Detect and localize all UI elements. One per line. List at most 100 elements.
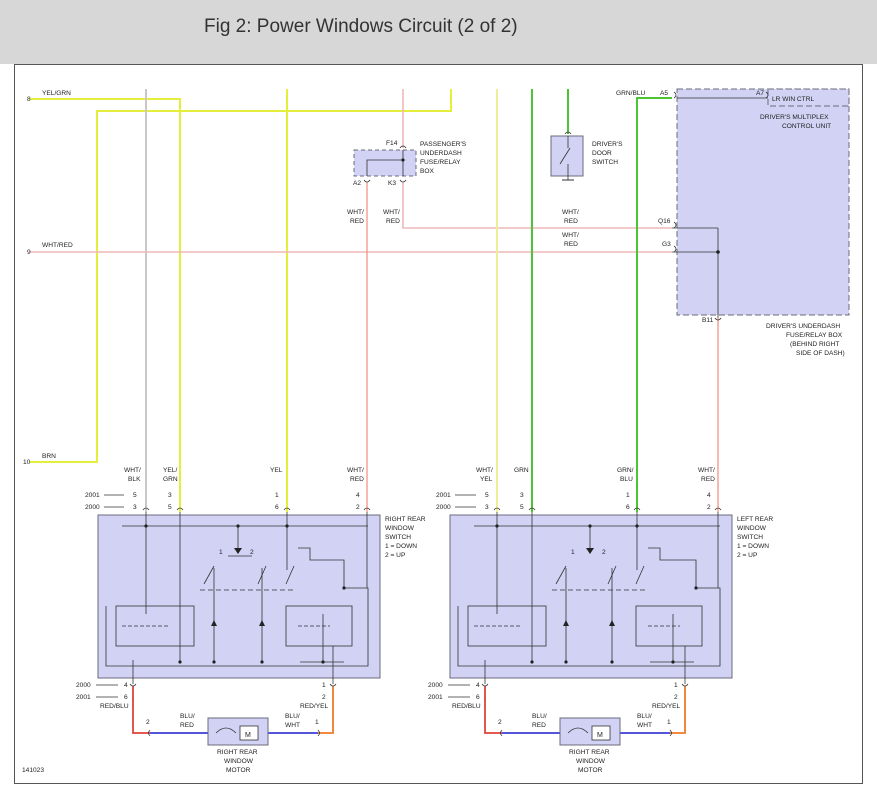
title-bar: Fig 2: Power Windows Circuit (2 of 2) (0, 0, 877, 64)
svg-text:RIGHT REAR: RIGHT REAR (217, 749, 258, 756)
diagram-frame (14, 64, 863, 784)
svg-text:2: 2 (674, 694, 678, 701)
svg-text:WINDOW: WINDOW (737, 525, 767, 532)
svg-text:BLU/: BLU/ (285, 713, 300, 720)
svg-text:RED: RED (350, 476, 364, 483)
svg-text:2001: 2001 (85, 492, 100, 499)
svg-text:WHT: WHT (285, 722, 300, 729)
svg-text:FUSE/RELAY BOX: FUSE/RELAY BOX (786, 332, 843, 339)
svg-text:K3: K3 (388, 180, 396, 187)
svg-text:GRN: GRN (514, 467, 529, 474)
svg-text:2: 2 (356, 504, 360, 511)
conn-b11: B11 (702, 317, 714, 324)
svg-text:2: 2 (498, 719, 502, 726)
conn-a5: A5 (660, 90, 668, 97)
svg-text:PASSENGER'S: PASSENGER'S (420, 141, 467, 148)
svg-text:2: 2 (707, 504, 711, 511)
svg-text:WINDOW: WINDOW (385, 525, 415, 532)
svg-text:YEL: YEL (480, 476, 493, 483)
right-rear-window-motor: 2000 2001 4 6 RED/BLU 1 2 RED/YEL 2 BLU/… (76, 682, 334, 774)
svg-text:BLU/: BLU/ (180, 713, 195, 720)
svg-text:WHT/: WHT/ (383, 209, 400, 216)
svg-text:4: 4 (124, 682, 128, 689)
svg-text:BLU/: BLU/ (637, 713, 652, 720)
svg-text:RED/YEL: RED/YEL (300, 703, 329, 710)
svg-text:2001: 2001 (436, 492, 451, 499)
svg-text:4: 4 (476, 682, 480, 689)
lr-win-ctrl-label: LR WIN CTRL (772, 96, 814, 103)
right-rear-window-switch: WHT/ BLK YEL/ GRN YEL WHT/ RED 2001 2000… (85, 467, 426, 684)
drivers-door-switch (550, 135, 584, 177)
svg-text:WINDOW: WINDOW (576, 758, 606, 765)
conn-g3: G3 (662, 241, 671, 248)
wire-grn-blu (636, 97, 672, 512)
svg-text:DOOR: DOOR (592, 150, 612, 157)
svg-text:MOTOR: MOTOR (578, 767, 603, 774)
svg-text:YEL: YEL (270, 467, 283, 474)
svg-text:RED: RED (701, 476, 715, 483)
svg-text:2 = UP: 2 = UP (737, 552, 758, 559)
svg-text:RED/BLU: RED/BLU (100, 703, 129, 710)
svg-text:6: 6 (626, 504, 630, 511)
svg-text:FUSE/RELAY: FUSE/RELAY (420, 159, 461, 166)
svg-text:BOX: BOX (420, 168, 435, 175)
svg-text:GRN: GRN (163, 476, 178, 483)
svg-text:3: 3 (485, 504, 489, 511)
wire-wht-red-q16 (402, 182, 672, 229)
connector-ticks (129, 91, 769, 737)
svg-text:SIDE OF DASH): SIDE OF DASH) (796, 350, 845, 357)
left-rear-window-motor: 2000 2001 4 6 RED/BLU 1 2 RED/YEL 2 BLU/… (428, 682, 686, 774)
svg-text:WHT/: WHT/ (562, 209, 579, 216)
svg-text:RED: RED (532, 722, 546, 729)
svg-text:5: 5 (485, 492, 489, 499)
svg-text:2: 2 (146, 719, 150, 726)
svg-text:1: 1 (667, 719, 671, 726)
svg-text:BRN: BRN (42, 453, 56, 460)
svg-text:2000: 2000 (436, 504, 451, 511)
svg-text:3: 3 (133, 504, 137, 511)
svg-text:BLU/: BLU/ (532, 713, 547, 720)
svg-text:WHT: WHT (637, 722, 652, 729)
svg-text:5: 5 (520, 504, 524, 511)
svg-text:1: 1 (322, 682, 326, 689)
svg-text:BLK: BLK (128, 476, 141, 483)
svg-text:4: 4 (707, 492, 711, 499)
svg-text:RED: RED (564, 218, 578, 225)
svg-text:10: 10 (23, 459, 31, 466)
passenger-underdash-box (353, 149, 417, 177)
drivers-underdash-fuse-box (676, 88, 850, 316)
svg-text:WHT/: WHT/ (562, 232, 579, 239)
svg-text:1: 1 (626, 492, 630, 499)
svg-text:1: 1 (275, 492, 279, 499)
svg-text:WHT/: WHT/ (347, 209, 364, 216)
svg-text:YEL/: YEL/ (163, 467, 177, 474)
svg-text:5: 5 (133, 492, 137, 499)
wire-label-grn-blu-top: GRN/BLU (616, 90, 646, 97)
svg-text:1: 1 (674, 682, 678, 689)
svg-text:2: 2 (602, 549, 606, 556)
drivers-multiplex-control-unit (767, 88, 850, 107)
svg-text:RIGHT REAR: RIGHT REAR (385, 516, 426, 523)
svg-text:CONTROL UNIT: CONTROL UNIT (782, 123, 831, 130)
svg-text:RED/BLU: RED/BLU (452, 703, 481, 710)
svg-text:F14: F14 (386, 140, 398, 147)
page-title: Fig 2: Power Windows Circuit (2 of 2) (204, 16, 518, 37)
svg-text:1: 1 (219, 549, 223, 556)
svg-text:6: 6 (476, 694, 480, 701)
svg-text:DRIVER'S: DRIVER'S (592, 141, 623, 148)
svg-text:GRN/: GRN/ (617, 467, 634, 474)
wire-yel-grn-8 (30, 98, 181, 512)
svg-text:RED: RED (180, 722, 194, 729)
svg-text:3: 3 (168, 492, 172, 499)
svg-text:2: 2 (250, 549, 254, 556)
figure-id: 141023 (22, 767, 44, 774)
svg-text:LEFT REAR: LEFT REAR (737, 516, 773, 523)
svg-text:9: 9 (27, 249, 31, 256)
conn-a7: A7 (756, 90, 764, 97)
svg-text:WHT/: WHT/ (698, 467, 715, 474)
svg-text:BLU: BLU (620, 476, 633, 483)
svg-text:DRIVER'S MULTIPLEX: DRIVER'S MULTIPLEX (760, 114, 829, 121)
svg-text:WINDOW: WINDOW (224, 758, 254, 765)
svg-text:RED: RED (350, 218, 364, 225)
